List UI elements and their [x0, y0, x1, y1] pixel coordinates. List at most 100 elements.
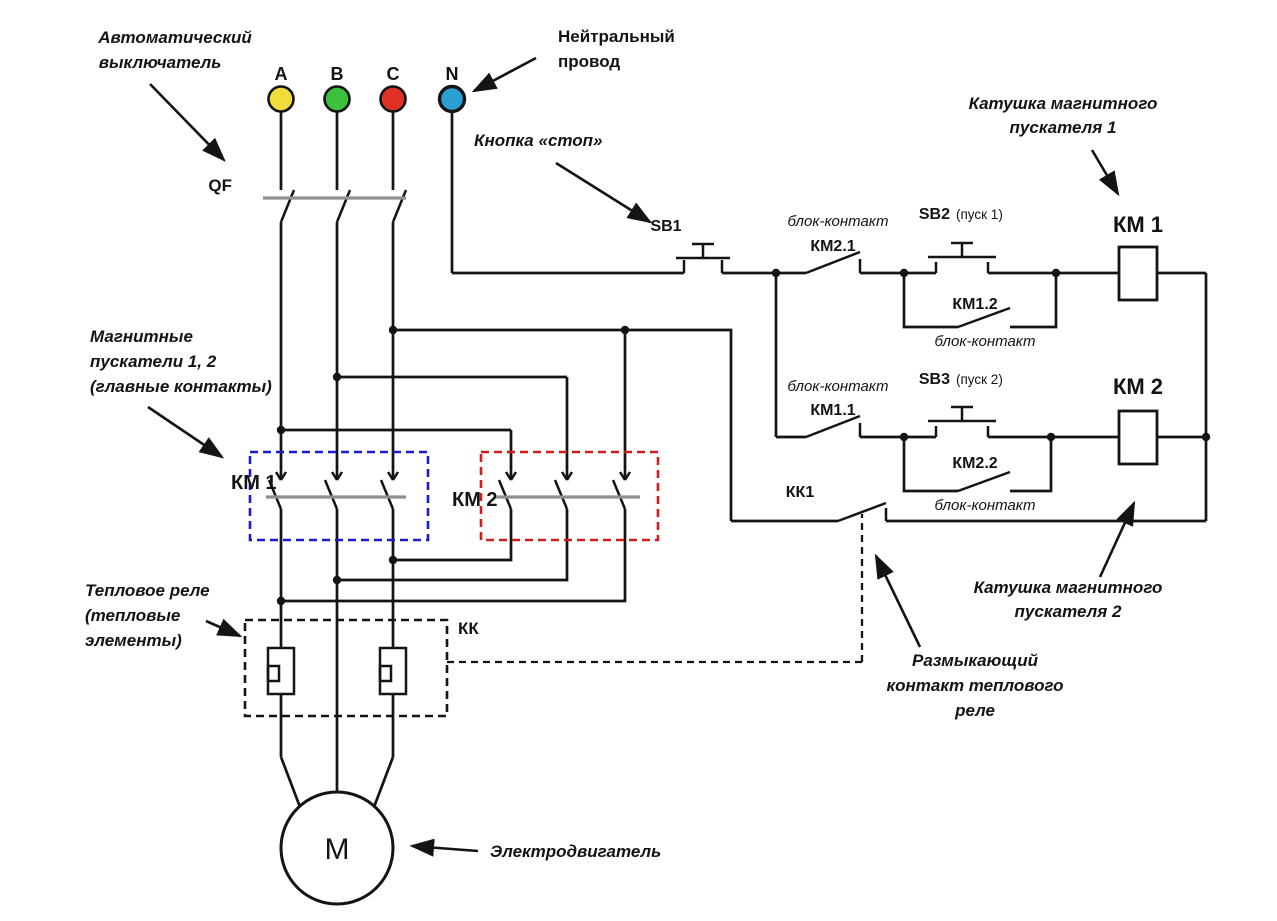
km2-coil-label: КМ 2 [1113, 374, 1163, 399]
annotation-thermal-line2: (тепловые [85, 606, 180, 625]
km1-pole-contacts [266, 471, 406, 510]
thermal-relay-kk: КК [243, 618, 479, 757]
km11-label: КМ1.1 [810, 402, 855, 419]
kk1-label: КК1 [786, 484, 815, 501]
stop-button-sb1: SB1 [650, 218, 730, 273]
annotation-main-contacts-line2: пускатели 1, 2 [90, 352, 217, 371]
arrow-to-kk1 [874, 553, 922, 648]
km22-label: КМ2.2 [952, 455, 997, 472]
coil-km2: КМ 2 [1051, 374, 1206, 466]
annotation-breaker-line2: выключатель [99, 53, 222, 72]
annotation-main-contacts-line3: (главные контакты) [90, 377, 272, 396]
annotation-main-contacts-line1: Магнитные [90, 327, 193, 346]
annotation-thermal-line3: элементы) [85, 631, 182, 650]
motor-letter: M [325, 833, 350, 866]
km2-box-label: КМ 2 [452, 489, 498, 511]
annotation-coil1-line2: пускателя 1 [1010, 118, 1117, 137]
km1-coil-label: КМ 1 [1113, 212, 1163, 237]
km12-label: КМ1.2 [952, 296, 997, 313]
km2-coil-rect [1117, 409, 1159, 466]
annotation-coil2-line1: Катушка магнитного [974, 578, 1163, 597]
annotation-coil2: Катушка магнитного пускателя 2 [974, 500, 1163, 621]
km2-box [479, 450, 660, 542]
km11-block-caption: блок-контакт [787, 378, 888, 395]
arrow-to-neutral [471, 56, 537, 93]
neutral-terminal: N [437, 64, 467, 114]
sb1-label: SB1 [650, 218, 681, 235]
annotation-main-contacts: Магнитные пускатели 1, 2 (главные контак… [90, 327, 272, 459]
annotation-breaker-line1: Автоматический [97, 28, 252, 47]
annotation-coil1: Катушка магнитного пускателя 1 [969, 94, 1158, 197]
annotation-thermal-nc-line1: Размыкающий [912, 651, 1039, 670]
phase-c-terminal: C [379, 64, 407, 113]
annotation-thermal-nc-line3: реле [954, 701, 995, 720]
arrow-to-breaker [149, 83, 226, 162]
annotation-coil2-line2: пускателя 2 [1015, 602, 1122, 621]
phase-c-dot [379, 85, 407, 113]
annotation-thermal-nc: Размыкающий контакт теплового реле [874, 553, 1064, 720]
contactor-km1-main: КМ 1 [231, 450, 430, 542]
start-button-sb3: SB3 (пуск 2) [919, 371, 1003, 437]
block-contact-km21: блок-контакт КМ2.1 [776, 213, 904, 275]
annotation-neutral: Нейтральный провод [471, 27, 675, 93]
circuit-breaker-qf: QF [208, 112, 408, 223]
motor-circle [279, 790, 395, 906]
block-contact-km22: КМ2.2 блок-контакт [902, 437, 1053, 514]
start-button-sb2: SB2 (пуск 1) [919, 206, 1003, 273]
phase-b-terminal: B [323, 64, 351, 113]
thermal-contact-kk1: КК1 [731, 484, 888, 523]
annotation-stop-text: Кнопка «стоп» [474, 131, 603, 150]
sb2-label: SB2 [919, 206, 950, 223]
thermal-mech-link [447, 514, 864, 664]
annotation-thermal-nc-line2: контакт теплового [886, 676, 1063, 695]
kk-box [243, 618, 449, 718]
annotation-neutral-line1: Нейтральный [558, 27, 675, 46]
block-contact-km12: КМ1.2 блок-контакт [902, 273, 1058, 350]
km12-block-caption: блок-контакт [934, 333, 1035, 350]
phase-a-label: A [275, 64, 288, 84]
phase-b-label: B [331, 64, 344, 84]
contactor-km2-main: КМ 2 [452, 450, 660, 542]
electric-motor: M [279, 756, 395, 906]
annotations: Автоматический выключатель Нейтральный п… [85, 27, 1162, 861]
annotation-stop-button: Кнопка «стоп» [474, 131, 653, 224]
km22-block-caption: блок-контакт [934, 497, 1035, 514]
thermal-element-1 [266, 646, 296, 696]
neutral-dot [437, 84, 467, 114]
km1-box [248, 450, 430, 542]
arrow-to-kk-box [205, 618, 243, 638]
km21-label: КМ2.1 [810, 238, 855, 255]
phase-a-dot [267, 85, 295, 113]
sb3-note: (пуск 2) [956, 372, 1003, 387]
annotation-thermal-line1: Тепловое реле [85, 581, 210, 600]
phase-a-terminal: A [267, 64, 295, 113]
phase-c-label: C [387, 64, 400, 84]
annotation-coil1-line1: Катушка магнитного [969, 94, 1158, 113]
km1-coil-rect [1117, 245, 1159, 302]
arrow-to-km1-box [147, 405, 225, 459]
arrow-to-motor [409, 838, 479, 857]
control-circuit: SB1 блок-контакт КМ2.1 SB2 (пуск 1) [447, 112, 1211, 664]
qf-label: QF [208, 176, 232, 195]
kk-label: КК [458, 619, 479, 638]
block-contact-km11: блок-контакт КМ1.1 [776, 378, 904, 439]
sb2-note: (пуск 1) [956, 207, 1003, 222]
power-wiring [276, 222, 733, 792]
annotation-neutral-line2: провод [558, 52, 620, 71]
coil-km1: КМ 1 [1056, 212, 1206, 302]
annotation-motor-text: Электродвигатель [490, 842, 661, 861]
km21-block-caption: блок-контакт [787, 213, 888, 230]
annotation-thermal-relay: Тепловое реле (тепловые элементы) [85, 581, 243, 650]
km2-pole-contacts [496, 471, 640, 510]
arrow-to-coil1 [1090, 149, 1120, 197]
thermal-element-2 [378, 646, 408, 696]
neutral-label: N [446, 64, 459, 84]
phase-terminals: A B C N [267, 64, 467, 114]
km1-box-label: КМ 1 [231, 472, 277, 494]
annotation-breaker: Автоматический выключатель [97, 28, 252, 162]
annotation-motor: Электродвигатель [409, 838, 661, 861]
arrow-to-coil2 [1098, 500, 1136, 578]
sb3-label: SB3 [919, 371, 950, 388]
